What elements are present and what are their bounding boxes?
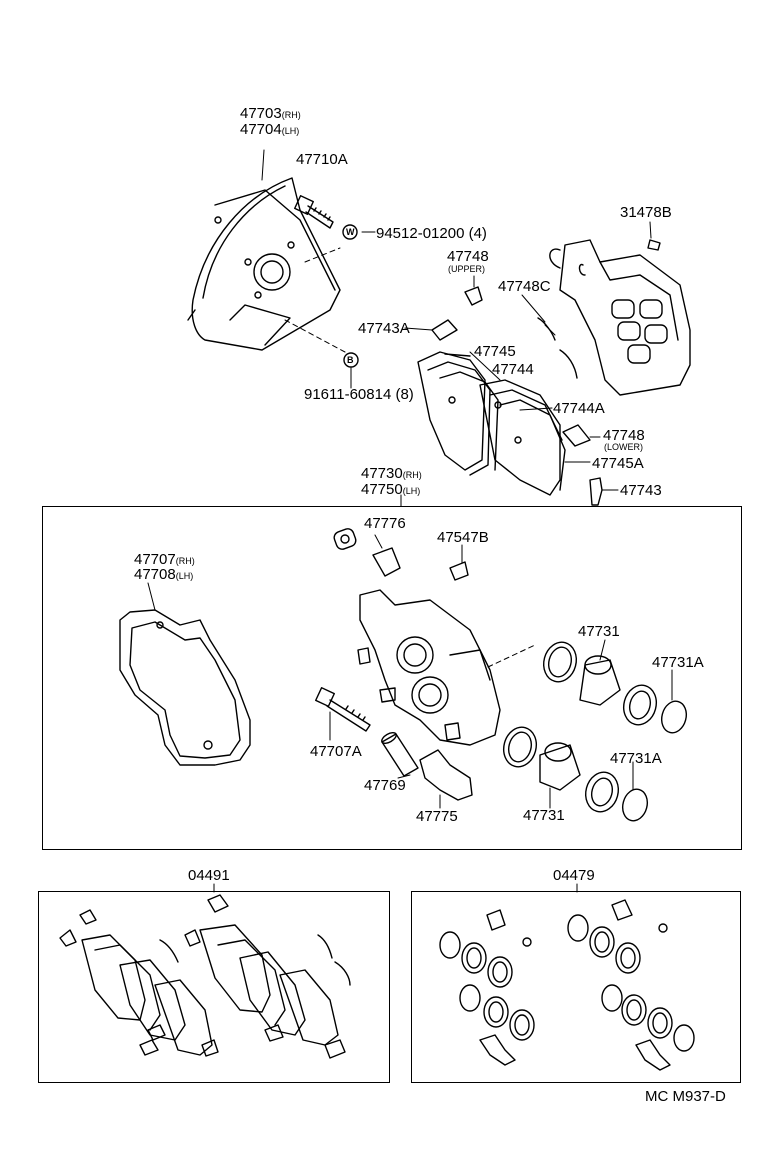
label-47703: 47703(RH): [240, 105, 301, 122]
label-47743a: 47743A: [358, 320, 410, 337]
marker-b: B: [347, 355, 354, 365]
label-47731a-upper: 47731A: [652, 654, 704, 671]
label-04479: 04479: [553, 867, 595, 884]
dust-shield-drawing: [187, 149, 341, 351]
caliper-assembly-frame: [42, 506, 742, 850]
label-47707: 47707(RH): [134, 551, 195, 568]
label-47731a-lower: 47731A: [610, 750, 662, 767]
label-47731-upper: 47731: [578, 623, 620, 640]
label-31478b: 31478B: [620, 204, 672, 221]
bolt-47710a-drawing: [293, 194, 334, 229]
caliper-top-drawing: [549, 221, 691, 396]
label-47745: 47745: [474, 343, 516, 360]
label-47748-lower-note: (LOWER): [604, 442, 643, 452]
label-47744a: 47744A: [553, 400, 605, 417]
pad-47707-drawing: [119, 582, 251, 766]
label-47745a: 47745A: [592, 455, 644, 472]
label-47748-lower: 47748: [603, 427, 645, 444]
kit-04491-drawing: [59, 883, 351, 1059]
label-47744: 47744: [492, 361, 534, 378]
label-47743: 47743: [620, 482, 662, 499]
label-47547b: 47547B: [437, 529, 489, 546]
label-91611: 91611-60814 (8): [304, 386, 414, 403]
label-47776: 47776: [364, 515, 406, 532]
label-47704: 47704(LH): [240, 121, 300, 138]
label-47748-upper: 47748: [447, 248, 489, 265]
label-47748-upper-note: (UPPER): [448, 264, 486, 274]
caliper-body-drawing: [357, 589, 536, 746]
label-47748c: 47748C: [498, 278, 551, 295]
brake-pad-stack-drawing: [417, 351, 591, 496]
diagram-code: MC M937-D: [645, 1088, 726, 1105]
kit-04479-drawing: [439, 883, 695, 1071]
label-04491: 04491: [188, 867, 230, 884]
label-47707a: 47707A: [310, 743, 362, 760]
label-47769: 47769: [364, 777, 406, 794]
label-47750: 47750(LH): [361, 481, 421, 498]
label-47710a: 47710A: [296, 151, 348, 168]
label-47708: 47708(LH): [134, 566, 194, 583]
marker-w: W: [346, 227, 355, 237]
kit-04491-frame: [38, 891, 390, 1083]
label-47731-lower: 47731: [523, 807, 565, 824]
label-94512: 94512-01200 (4): [376, 225, 487, 242]
label-47730: 47730(RH): [361, 465, 422, 482]
kit-04479-frame: [411, 891, 741, 1083]
label-47775: 47775: [416, 808, 458, 825]
